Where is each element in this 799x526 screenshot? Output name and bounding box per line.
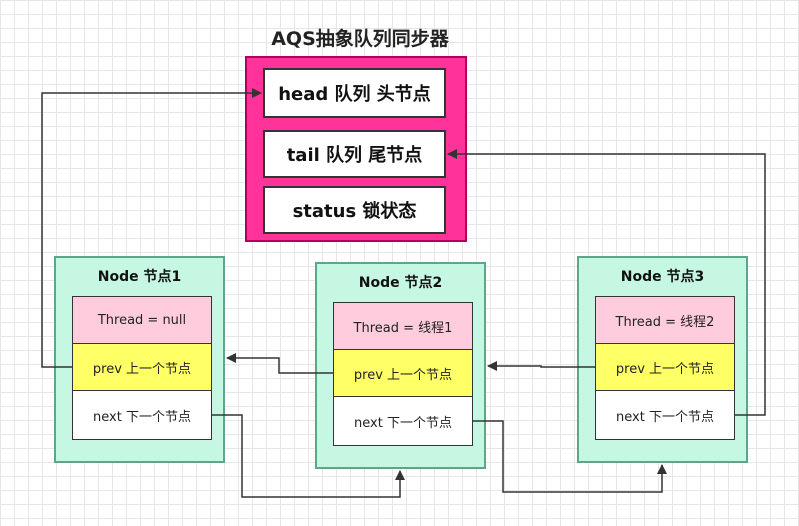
diagram-title: AQS抽象队列同步器 [271, 28, 449, 50]
node-3-thread-cell: Thread = 线程2 [595, 296, 735, 344]
node2-prev-arrow [226, 353, 333, 374]
aqs-tail-field: tail 队列 尾节点 [263, 130, 446, 178]
head-pointer-arrow [41, 88, 262, 368]
node-2-next-cell: next 下一个节点 [333, 396, 473, 446]
aqs-head-field: head 队列 头节点 [263, 68, 446, 118]
node-3-prev-cell: prev 上一个节点 [595, 343, 735, 391]
node-1-prev-cell: prev 上一个节点 [72, 343, 212, 391]
node-1-title: Node 节点1 [97, 269, 182, 285]
node-1-next-cell: next 下一个节点 [72, 390, 212, 440]
node3-prev-arrow [487, 361, 595, 371]
node-2-title: Node 节点2 [358, 275, 443, 291]
node-3-next-cell: next 下一个节点 [595, 390, 735, 440]
node-1-thread-cell: Thread = null [72, 296, 212, 344]
node-3-title: Node 节点3 [620, 269, 705, 285]
node-2-thread-cell: Thread = 线程1 [333, 302, 473, 350]
node2-next-arrow [473, 420, 667, 493]
node1-next-arrow [212, 414, 405, 498]
aqs-status-field: status 锁状态 [263, 186, 446, 234]
node-2-prev-cell: prev 上一个节点 [333, 349, 473, 397]
tail-pointer-arrow [447, 149, 766, 416]
